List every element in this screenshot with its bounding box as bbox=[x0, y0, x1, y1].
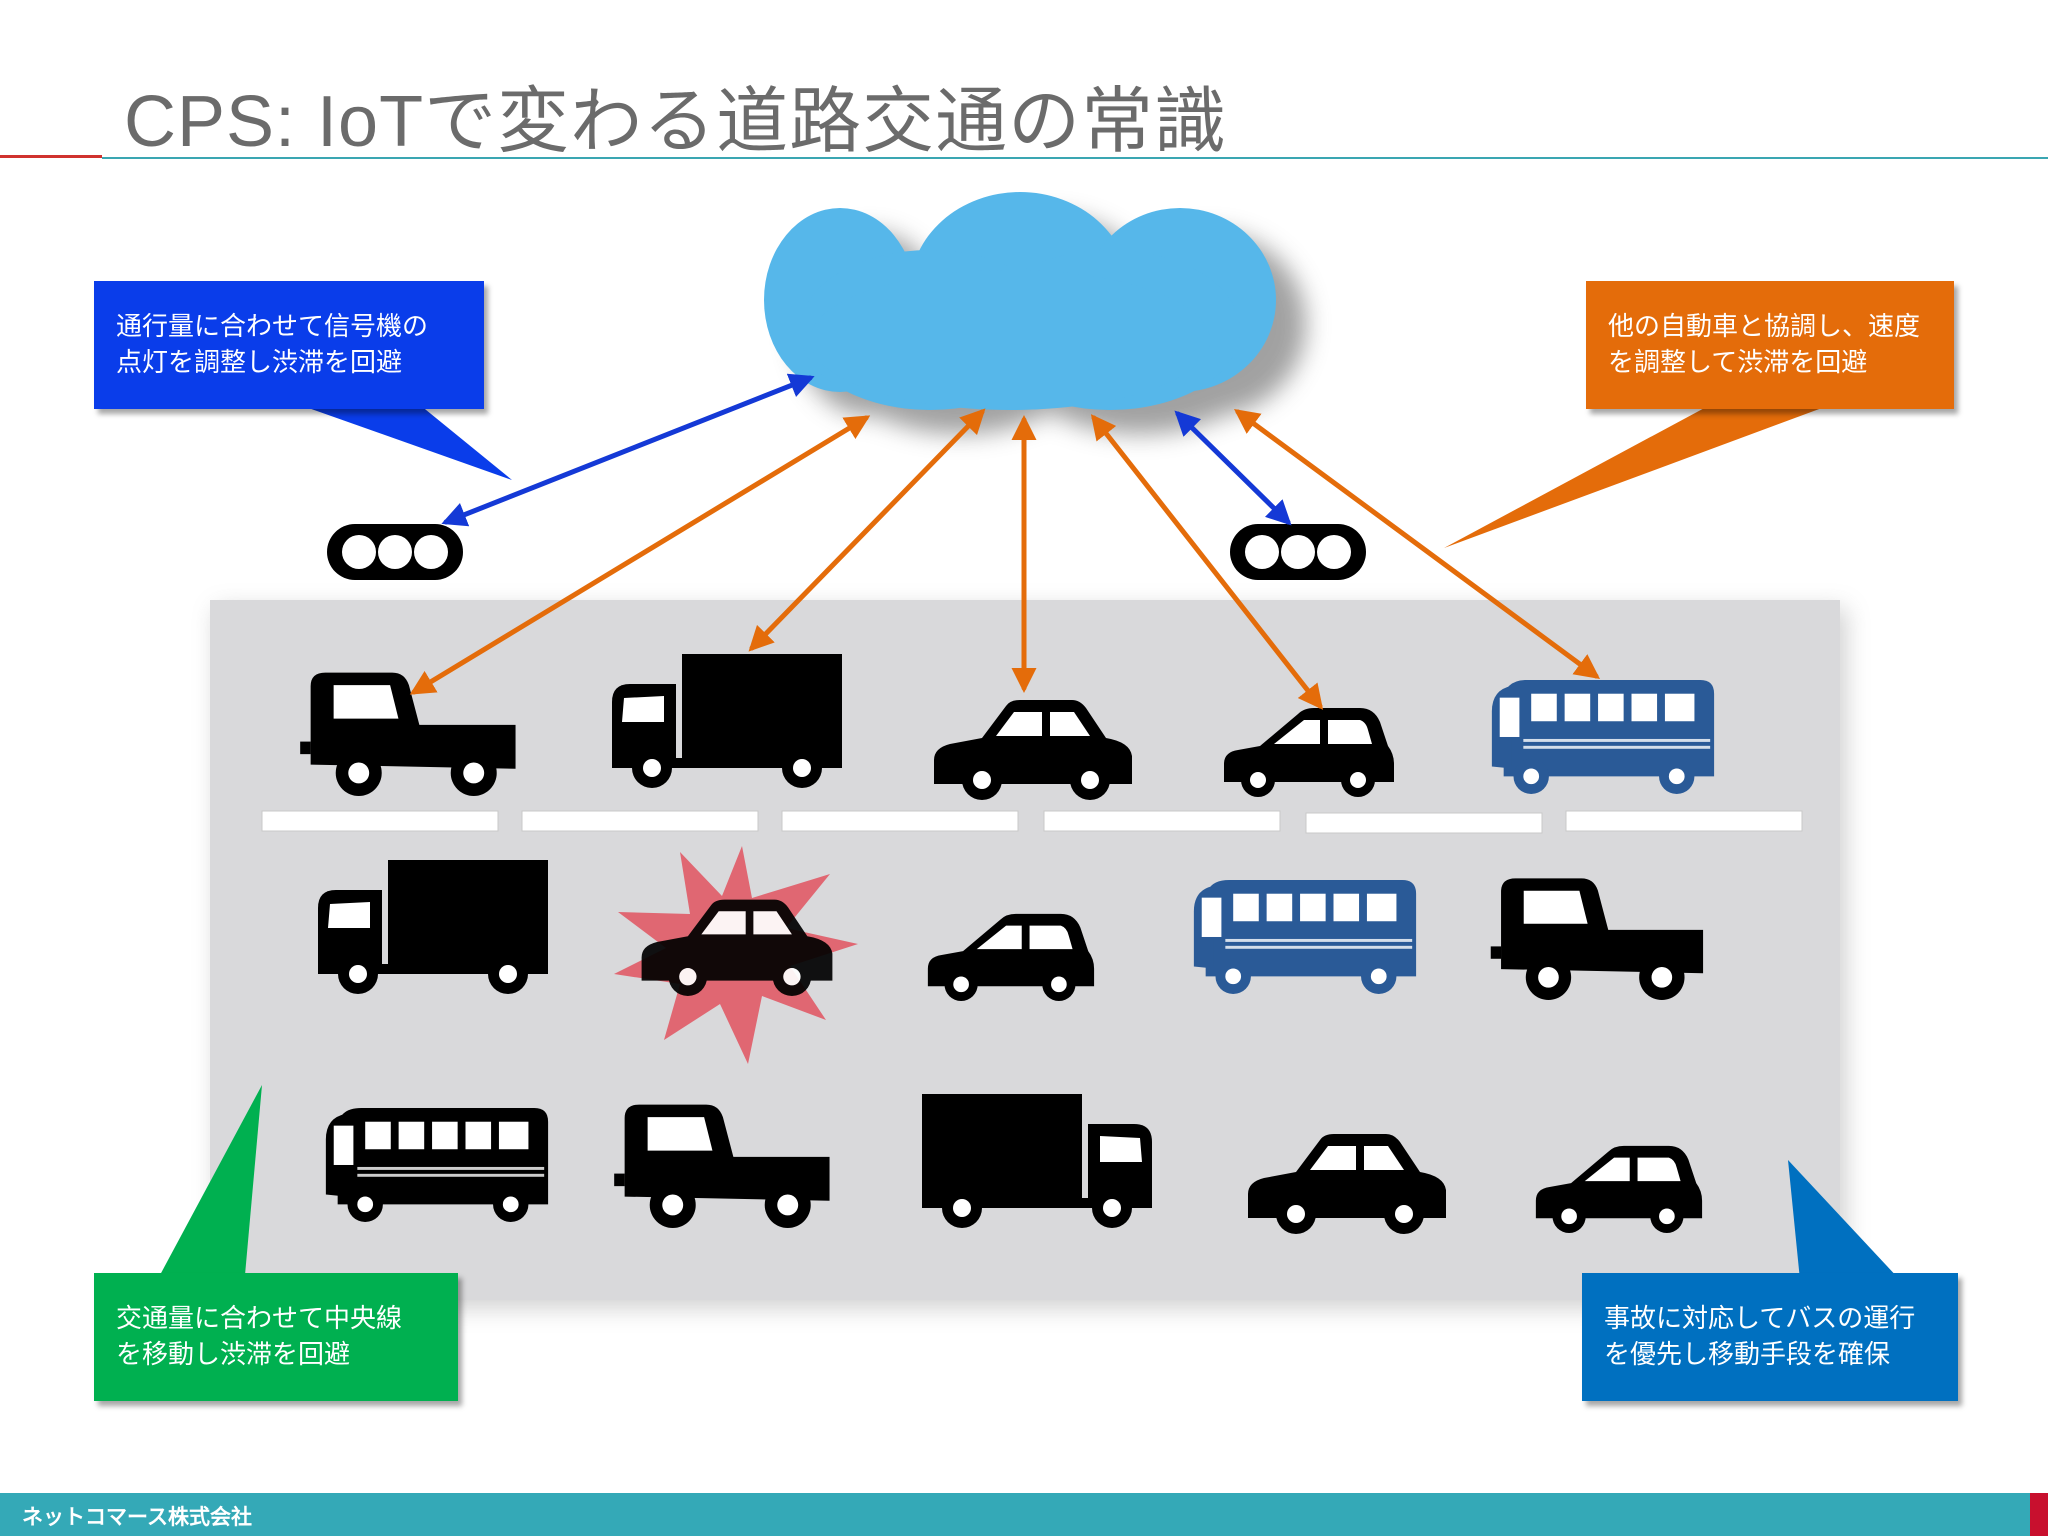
callout-cars: 他の自動車と協調し、速度 を調整して渋滞を回避 bbox=[1586, 281, 1954, 409]
callout-tail-signals bbox=[300, 405, 512, 480]
vehicle-link-arrow bbox=[1233, 409, 1601, 679]
callout-tail-lanes bbox=[160, 1085, 262, 1275]
callout-lanes-line-2: を移動し渋滞を回避 bbox=[116, 1340, 351, 1370]
page-title: CPS: IoTで変わる道路交通の常識 bbox=[124, 82, 1228, 162]
callout-bus: 事故に対応してバスの運行 を優先し移動手段を確保 bbox=[1582, 1273, 1958, 1401]
crash-icon bbox=[614, 846, 858, 1064]
cloud-icon bbox=[764, 192, 1306, 434]
company-name: ネットコマース株式会社 bbox=[22, 1505, 252, 1529]
traffic-signal-icon bbox=[1230, 524, 1366, 580]
callout-lanes-line-1: 交通量に合わせて中央線 bbox=[116, 1304, 403, 1334]
callout-cars-line-2: を調整して渋滞を回避 bbox=[1608, 348, 1868, 378]
footer-accent bbox=[2030, 1493, 2048, 1536]
traffic-signal-icon bbox=[327, 524, 463, 580]
title-rule-accent bbox=[0, 155, 102, 158]
title-rule bbox=[102, 157, 2048, 159]
callout-lanes: 交通量に合わせて中央線 を移動し渋滞を回避 bbox=[94, 1273, 458, 1401]
callout-bus-line-2: を優先し移動手段を確保 bbox=[1604, 1340, 1891, 1370]
callout-signals-line-1: 通行量に合わせて信号機の bbox=[116, 312, 429, 342]
signal-link-arrow bbox=[441, 373, 815, 527]
signal-link-arrow bbox=[1174, 410, 1292, 526]
callout-signals: 通行量に合わせて信号機の 点灯を調整し渋滞を回避 bbox=[94, 281, 484, 409]
callout-signals-line-2: 点灯を調整し渋滞を回避 bbox=[116, 348, 403, 378]
lane-markings bbox=[261, 810, 1803, 834]
vehicle-link-arrow bbox=[748, 408, 986, 652]
footer-bar: ネットコマース株式会社 bbox=[0, 1493, 2048, 1536]
callout-tail-bus bbox=[1788, 1160, 1900, 1280]
callout-tail-cars bbox=[1444, 405, 1830, 548]
callout-cars-line-1: 他の自動車と協調し、速度 bbox=[1608, 312, 1921, 342]
callout-bus-line-1: 事故に対応してバスの運行 bbox=[1604, 1304, 1916, 1334]
